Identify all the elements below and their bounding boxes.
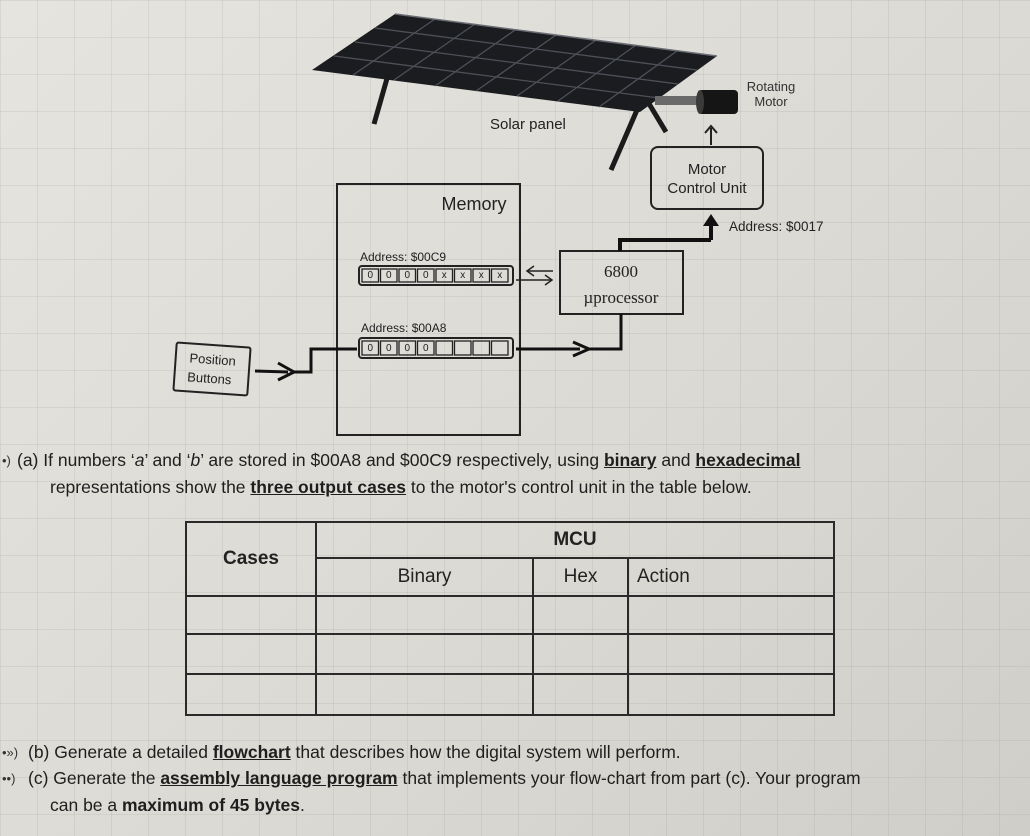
question-c-line2: can be a maximum of 45 bytes.: [50, 795, 305, 815]
question-c-marker: (c): [28, 768, 49, 788]
register-bit-cell: [398, 268, 417, 283]
register-bit-value: 0: [367, 270, 373, 281]
mcu-label-line1: Motor: [688, 161, 726, 178]
register-bit-cell: [435, 268, 454, 283]
rotating-motor: [655, 90, 738, 114]
register-bit-cell: [416, 268, 435, 283]
address-a-label: Address: $00C9: [360, 250, 446, 264]
question-b-marker: (b): [28, 742, 50, 762]
register-bit-cell: [379, 268, 398, 283]
register-bit-cell: [379, 340, 398, 356]
register-b: 0 0 0 0: [358, 337, 514, 359]
question-a-marker: (a): [17, 450, 39, 470]
header-binary: Binary: [315, 557, 534, 597]
table-cell[interactable]: [532, 633, 629, 675]
memory-box: [336, 183, 521, 436]
register-bit-cell: [472, 340, 491, 356]
keyword-assembly-language-program: assembly language program: [160, 768, 398, 788]
keyword-binary: binary: [603, 450, 657, 470]
solar-panel-label: Solar panel: [490, 116, 566, 133]
processor-to-mcu-bus: [618, 238, 711, 251]
question-a-line2: representations show the three output ca…: [50, 477, 752, 497]
mcu-address-label: Address: $0017: [729, 219, 824, 234]
keyword-three-output-cases: three output cases: [250, 477, 407, 497]
register-bit-value: x: [479, 270, 484, 281]
table-cell[interactable]: [532, 595, 629, 635]
register-bit-cell: [453, 268, 472, 283]
memory-label: Memory: [441, 194, 506, 214]
register-bit-value: 0: [404, 343, 410, 354]
keyword-hexadecimal: hexadecimal: [695, 450, 801, 470]
register-bit-cell: [490, 268, 509, 283]
register-bit-cell: [490, 340, 509, 356]
register-bit-value: 0: [423, 270, 429, 281]
register-bit-value: x: [497, 270, 502, 281]
address-b-label: Address: $00A8: [361, 321, 447, 335]
solar-tracker-diagram: Rotating Motor Solar panel Motor Control…: [172, 13, 824, 436]
question-c-line1: (c) Generate the assembly language progr…: [28, 768, 861, 788]
register-bit-value: x: [460, 270, 465, 281]
header-mcu: MCU: [315, 521, 835, 559]
rotating-motor-label-line1: Rotating: [747, 79, 795, 94]
table-cell[interactable]: [627, 673, 835, 716]
table-cell[interactable]: [185, 673, 317, 716]
header-cases: Cases: [185, 521, 317, 597]
register-bit-value: 0: [386, 343, 392, 354]
table-cell[interactable]: [532, 673, 629, 716]
arrow-to-mcu: [703, 214, 719, 240]
register-bit-value: x: [442, 270, 447, 281]
keyword-flowchart: flowchart: [212, 742, 291, 762]
table-row: [185, 595, 835, 635]
question-b-bullet-icon: •»): [2, 745, 19, 760]
register-a: 0 0 0 0 x x x x: [358, 265, 514, 286]
register-bit-cell: [435, 340, 454, 356]
solar-panel: [312, 13, 718, 171]
table-cell[interactable]: [627, 595, 835, 635]
question-c-bullet-icon: ••): [2, 771, 16, 786]
register-bit-cell: [472, 268, 491, 283]
table-cell[interactable]: [315, 633, 534, 675]
motor-control-unit-box: [650, 146, 764, 210]
register-bit-cell: [453, 340, 472, 356]
register-bit-cell: [361, 268, 380, 283]
table-cell[interactable]: [315, 673, 534, 716]
register-bit-value: 0: [404, 270, 410, 281]
table-cell[interactable]: [627, 633, 835, 675]
register-bit-cell: [361, 340, 380, 356]
table-row: [185, 673, 835, 716]
cases-table: Cases MCU Binary Hex Action: [185, 521, 835, 716]
processor-label-line1: 6800: [604, 262, 638, 281]
table-row: [185, 633, 835, 675]
rotating-motor-label-line2: Motor: [754, 94, 788, 109]
keyword-maximum-45-bytes: maximum of 45 bytes: [122, 795, 300, 815]
question-a-bullet-icon: •): [2, 453, 11, 468]
register-bit-cell: [416, 340, 435, 356]
register-bit-value: 0: [423, 343, 429, 354]
question-a-line1: (a) If numbers ‘a’ and ‘b’ are stored in…: [17, 450, 801, 470]
header-action: Action: [627, 557, 835, 597]
processor-label-line2: µprocessor: [584, 288, 659, 307]
position-buttons-box: [172, 341, 252, 397]
register-bit-cell: [398, 340, 417, 356]
register-a-processor-link: [516, 265, 554, 286]
buttons-to-memory-arrow: [254, 347, 357, 382]
header-hex: Hex: [532, 557, 629, 597]
register-bit-value: 0: [367, 343, 373, 354]
table-cell[interactable]: [185, 595, 317, 635]
arrow-to-motor: [704, 124, 718, 145]
position-buttons-label-line2: Buttons: [187, 369, 233, 387]
table-cell[interactable]: [315, 595, 534, 635]
position-buttons-label-line1: Position: [189, 350, 236, 368]
register-bit-value: 0: [386, 270, 392, 281]
table-cell[interactable]: [185, 633, 317, 675]
question-b-line: (b) Generate a detailed flowchart that d…: [28, 742, 681, 762]
mcu-label-line2: Control Unit: [667, 180, 747, 197]
